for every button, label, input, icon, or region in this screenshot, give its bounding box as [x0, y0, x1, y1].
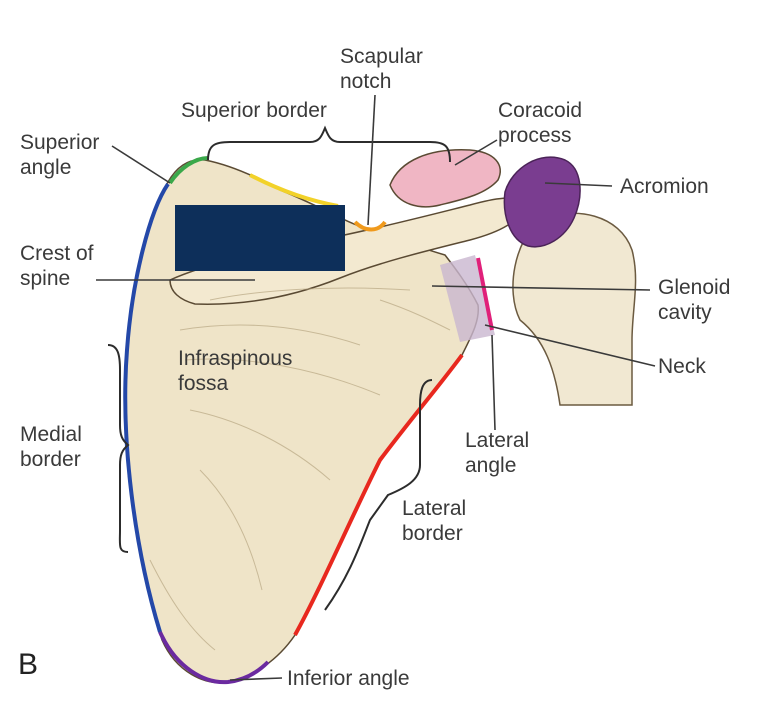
coracoid-process — [389, 149, 501, 208]
superior-angle-mark — [168, 156, 209, 185]
medial-border-mark — [123, 182, 170, 633]
label-crest-of-spine: Crest of spine — [20, 242, 94, 290]
label-inferior-angle: Inferior angle — [287, 667, 410, 690]
label-lateral-border: Lateral border — [402, 497, 467, 545]
lateral-border-bracket — [324, 379, 433, 611]
acromion-process — [503, 156, 581, 248]
leader-lines — [96, 94, 656, 681]
label-neck: Neck — [658, 355, 706, 378]
glenoid-region — [440, 255, 495, 342]
superior-border-bracket — [207, 125, 451, 163]
superior-border-mark — [249, 173, 339, 208]
label-medial-border: Medial border — [20, 423, 82, 471]
label-superior-angle: Superior angle — [20, 131, 100, 179]
label-coracoid-process: Coracoid process — [498, 99, 583, 147]
label-acromion: Acromion — [620, 175, 709, 198]
label-lateral-angle: Lateral angle — [465, 429, 530, 477]
label-infraspinous-fossa: Infraspinous fossa — [178, 347, 293, 395]
label-mask — [175, 205, 345, 271]
humerus-head — [512, 212, 637, 406]
scapular-notch-mark — [353, 220, 387, 232]
inferior-angle-mark — [158, 631, 270, 685]
panel-letter: B — [18, 648, 39, 681]
bone-texture — [149, 287, 451, 651]
label-superior-border: Superior border — [181, 99, 327, 122]
label-glenoid-cavity: Glenoid cavity — [658, 276, 731, 324]
lateral-border-mark — [293, 353, 464, 636]
medial-border-bracket — [107, 344, 130, 553]
glenoid-cavity-mark — [476, 257, 494, 331]
label-scapular-notch: Scapular notch — [340, 45, 423, 93]
